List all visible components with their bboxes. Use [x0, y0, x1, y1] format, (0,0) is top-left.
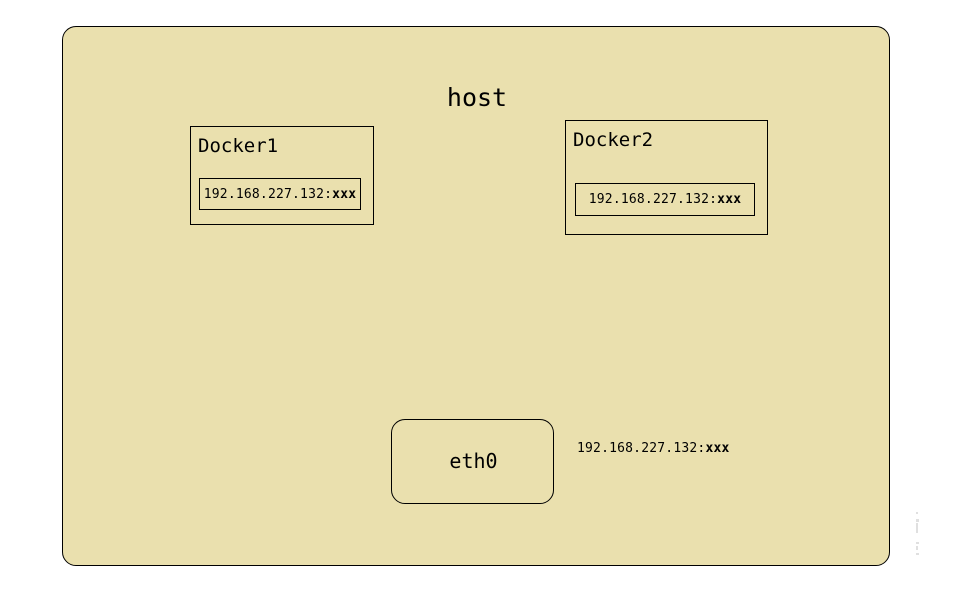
docker1-container-box: Docker1 192.168.227.132:xxx — [190, 126, 374, 225]
host-title: host — [446, 83, 508, 112]
docker1-title: Docker1 — [198, 135, 279, 157]
host-ip-label: 192.168.227.132:xxx — [577, 442, 730, 455]
docker1-ip-address: 192.168.227.132: — [203, 186, 333, 202]
docker2-container-box: Docker2 192.168.227.132:xxx — [565, 120, 768, 235]
docker2-ip-address: 192.168.227.132: — [588, 192, 718, 207]
docker1-ip-box: 192.168.227.132:xxx — [199, 178, 361, 210]
docker2-ip-port: xxx — [717, 192, 742, 207]
docker1-ip-port: xxx — [332, 186, 357, 202]
docker2-ip-text: 192.168.227.132:xxx — [589, 193, 742, 206]
host-ip-port: xxx — [705, 441, 730, 456]
eth0-label: eth0 — [449, 449, 498, 473]
eth0-interface-box: eth0 — [391, 419, 554, 504]
docker2-ip-box: 192.168.227.132:xxx — [575, 183, 755, 216]
docker1-ip-text: 192.168.227.132:xxx — [204, 188, 357, 201]
docker2-title: Docker2 — [573, 129, 654, 151]
host-ip-address: 192.168.227.132: — [577, 441, 706, 456]
host-container: host Docker1 192.168.227.132:xxx Docker2… — [62, 26, 890, 566]
edge-artifact — [914, 512, 920, 556]
